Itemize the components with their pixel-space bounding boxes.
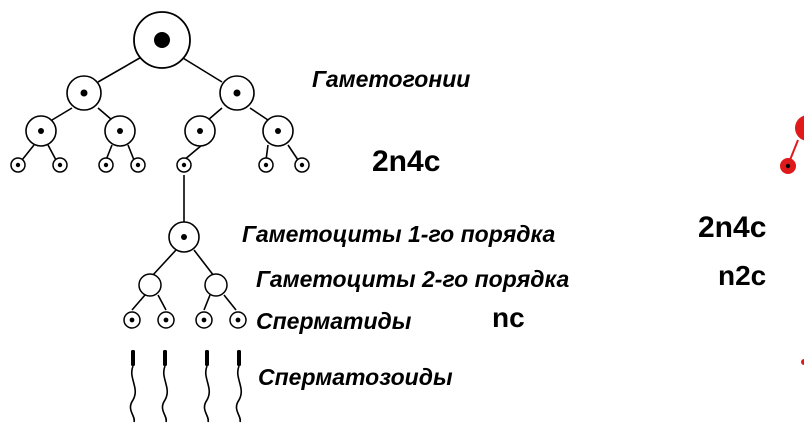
gametocytes-2nd-order xyxy=(138,273,228,297)
gametocyte-1st-order xyxy=(168,221,200,253)
formula-gametocytes-2nd: n2c xyxy=(718,260,767,291)
red-cell-fragment xyxy=(780,115,804,365)
label-gametocytes-2nd: Гаметоциты 2-го порядка xyxy=(256,266,570,292)
tree-connectors xyxy=(21,54,299,311)
formula-spermatids: nc xyxy=(492,302,525,333)
gametogonia-gen3 xyxy=(10,157,310,173)
stem-cell xyxy=(133,11,191,69)
label-gametogonia: Гаметогонии xyxy=(312,66,471,92)
formula-gametocytes-1st: 2n4c xyxy=(698,211,767,244)
formula-gametogonia: 2n4c xyxy=(372,145,441,178)
label-spermatozoa: Спермaтозоиды xyxy=(258,364,453,390)
gametogonia-gen2 xyxy=(25,115,294,147)
gametogonia-gen1 xyxy=(66,75,255,111)
label-gametocytes-1st: Гаметоциты 1-го порядка xyxy=(242,221,556,247)
sperm-cells xyxy=(129,350,243,423)
spermatid-cells xyxy=(123,311,247,329)
label-spermatids: Сперматиды xyxy=(256,308,412,334)
